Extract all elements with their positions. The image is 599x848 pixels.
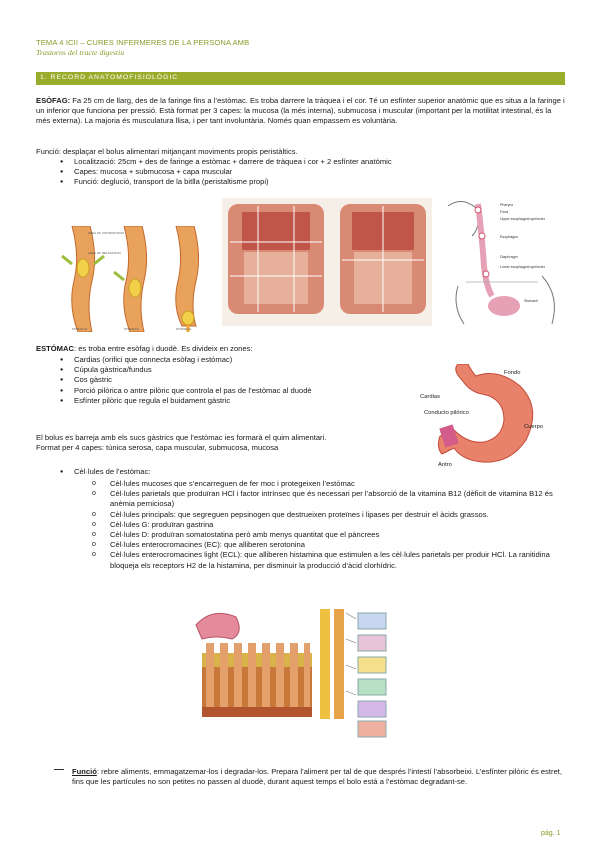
list-item: Capes: mucosa + submucosa + capa muscula…: [36, 167, 392, 177]
estomac-capes: Format per 4 capes: túnica serosa, capa …: [36, 443, 279, 452]
peristalsis-tube-1: [61, 226, 105, 332]
figure-label: AREA OF CONTRACTION: [88, 231, 124, 235]
figure-label: STOMACH: [176, 327, 191, 331]
figure-label: Cardias: [420, 394, 440, 400]
list-item: Localització: 25cm + des de faringe a es…: [36, 157, 392, 167]
funcio-paragraph: Funció: rebre aliments, emmagatzemar-los…: [72, 767, 566, 787]
peristalsis-figure: AREA OF CONTRACTION AREA OF RELAXATION S…: [61, 226, 200, 332]
figure-label: Antro: [438, 462, 452, 468]
gland-detail: [320, 609, 357, 719]
estomac-intro: : es troba entre esòfag i duodè. Es divi…: [73, 344, 253, 353]
figure-label: STOMACH: [124, 327, 139, 331]
mucosa-block: [202, 643, 312, 717]
esofag-lead: ESÒFAG:: [36, 96, 71, 105]
esofag-text: Fa 25 cm de llarg, des de la faringe fin…: [36, 96, 565, 126]
cells-heading-list: Cèl·lules de l’estòmac:: [36, 467, 150, 477]
list-item: Cèl·lules de l’estòmac:: [36, 467, 150, 477]
funcio-text: : rebre aliments, emmagatzemar-los i deg…: [72, 767, 563, 787]
list-item: Cèl·lules mucoses que s’encarreguen de f…: [36, 479, 566, 489]
page-number: pág. 1: [541, 830, 561, 837]
list-item: Cèl·lules principals: que segreguen peps…: [36, 510, 566, 520]
figure-label: Esophagus: [500, 235, 518, 239]
header-subtitle: Trastorns del tracte digestiu: [36, 48, 125, 57]
figure-label: STOMACH: [72, 327, 87, 331]
funcio-lead: Funció: [72, 767, 97, 776]
figure-label: Food: [500, 210, 508, 214]
figure-label: Conducto pilórico: [424, 410, 469, 416]
list-item: Funció: deglució, transport de la bitlla…: [36, 177, 392, 187]
estomac-lead: ESTÓMAC: [36, 344, 74, 353]
list-item: Cèl·lules enterocromacines (EC): que all…: [36, 540, 566, 550]
figure-label: Upper esophageal sphincter: [500, 217, 546, 221]
figure-label: AREA OF RELAXATION: [88, 251, 121, 255]
abdomen-torso-left: [228, 204, 324, 314]
list-item: Esfínter pilòric que regula el buidament…: [36, 396, 312, 406]
figure-label: Diaphragm: [500, 255, 518, 259]
estomac-paragraph: ESTÓMAC: es troba entre esòfag i duodè. …: [36, 344, 566, 354]
list-item: Cos gàstric: [36, 375, 312, 385]
section-heading: 1. RECORD ANATOMOFISIOLÒGIC: [40, 74, 179, 81]
estomac-bolus: El bolus es barreja amb els sucs gàstric…: [36, 433, 327, 442]
esofag-funcio: Funció: desplaçar el bolus alimentari mi…: [36, 147, 298, 156]
figure-label: Cuerpo: [524, 424, 543, 430]
figure-label: Lower esophageal sphincter: [500, 265, 546, 269]
section-heading-bar: 1. RECORD ANATOMOFISIOLÒGIC: [36, 72, 565, 85]
gastric-mucosa-figure: [192, 603, 412, 743]
header-title: TEMA 4 ICII – CURES INFERMERES DE LA PER…: [36, 38, 250, 47]
list-item: Cèl·lules G: produïran gastrina: [36, 520, 566, 530]
list-item: Cúpula gàstrica/fundus: [36, 365, 312, 375]
estomac-zones: Cardias (orifici que connecta esòfag i e…: [36, 355, 312, 406]
abdominal-regions-figure: [222, 198, 432, 326]
peristalsis-tube-2: [113, 226, 148, 332]
funcio-dash: [54, 769, 64, 770]
list-item: Cardias (orifici que connecta esòfag i e…: [36, 355, 312, 365]
peristalsis-tube-3: [175, 226, 200, 332]
figure-label: Stomach: [524, 299, 538, 303]
cells-list: Cèl·lules mucoses que s’encarreguen de f…: [36, 479, 566, 571]
list-item: Porció pilòrica o antre pilòric que cont…: [36, 386, 312, 396]
stomach-figure: Fondo Cardias Conducto pilórico Cuerpo A…: [420, 364, 543, 468]
figure-label: Pharynx: [500, 203, 513, 207]
list-item: Cèl·lules D: produïran somatostatina per…: [36, 530, 566, 540]
esofag-bullets: Localització: 25cm + des de faringe a es…: [36, 157, 392, 188]
cell-types: [357, 612, 387, 738]
list-item: Cèl·lules enterocromacines light (ECL): …: [36, 550, 566, 570]
figure-label: Fondo: [504, 370, 520, 376]
esofag-paragraph: ESÒFAG: Fa 25 cm de llarg, des de la far…: [36, 96, 566, 127]
list-item: Cèl·lules parietals que produïran HCl i …: [36, 489, 566, 509]
abdomen-torso-right: [340, 204, 426, 314]
esophagus-figure: Pharynx Food Upper esophageal sphincter …: [442, 196, 566, 326]
